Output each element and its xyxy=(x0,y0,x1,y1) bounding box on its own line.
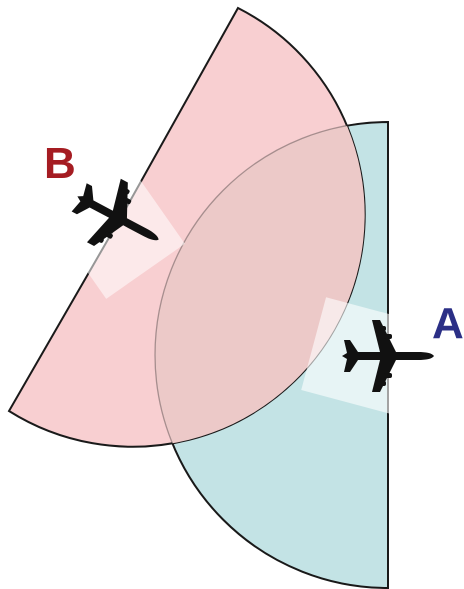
sector-a-boundary-arc xyxy=(154,121,389,589)
plane-b xyxy=(51,164,185,299)
plane-a xyxy=(301,297,434,415)
plane-b-label: B xyxy=(44,139,76,188)
plane-a-label: A xyxy=(432,299,464,348)
